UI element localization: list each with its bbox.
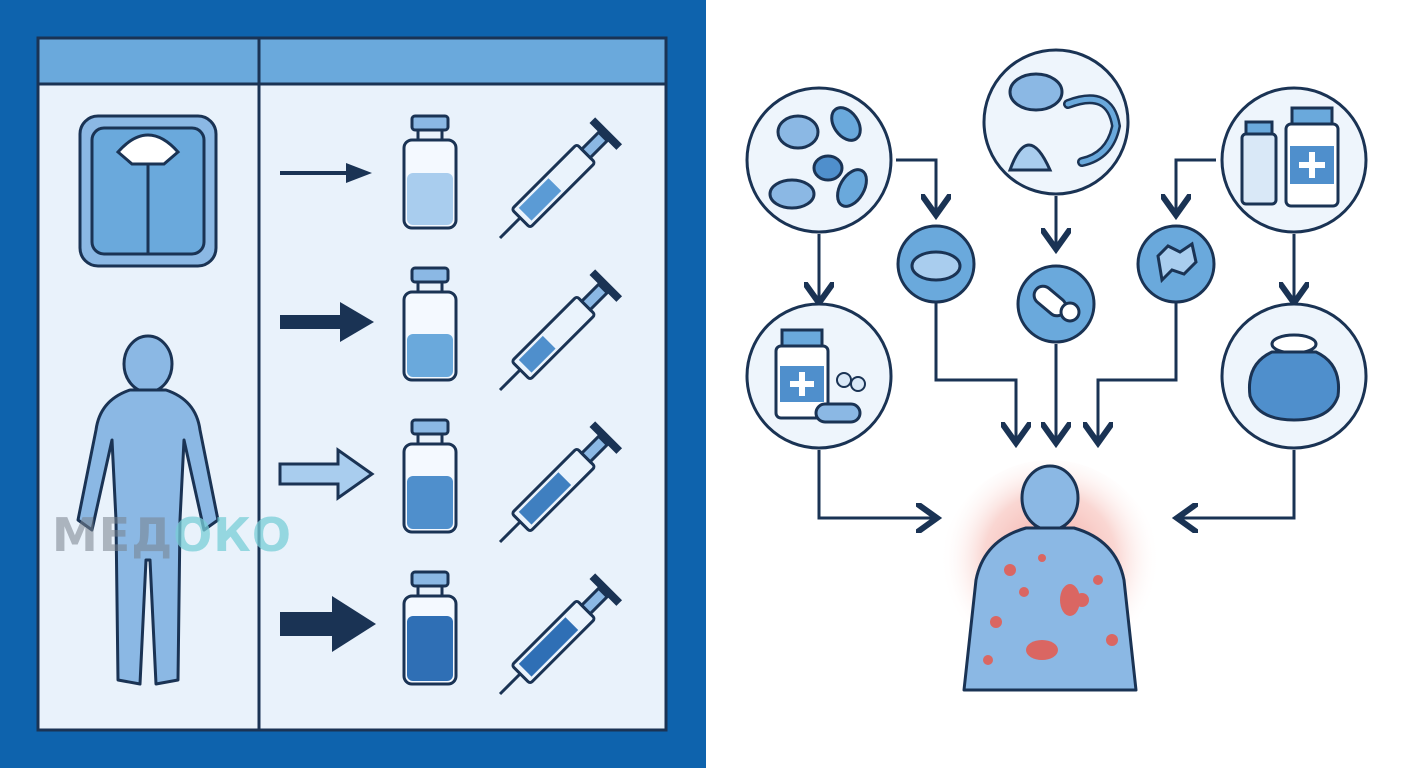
medication-bottles-icon [1220,86,1368,234]
vial-icon [402,114,458,230]
medium-arrow-icon [280,302,374,342]
syringe-icon [498,117,623,240]
flow-connectors [819,158,1294,518]
ice-pack-icon [1220,302,1368,450]
dose-row-4 [280,570,623,696]
dose-row-1 [280,114,623,240]
vial-icon [402,418,458,534]
human-body-icon [76,334,220,686]
syringe-icon [498,573,623,696]
dose-row-2 [280,266,623,392]
seafood-icon [982,48,1130,196]
nuts-legumes-icon [745,86,893,234]
syringe-icon [498,421,623,544]
thin-arrow-icon [280,163,372,183]
pill-bottle-icon [745,302,893,450]
allergen-diagram [706,0,1408,768]
vial-icon [402,266,458,382]
capsule-pill-icon [1016,264,1096,344]
vial-icon [402,570,458,686]
outline-arrow-icon [278,447,375,501]
watermark-logo: МЕДОКО [52,508,292,562]
dosing-panel: МЕДОКО [0,0,706,768]
allergic-rash-body-icon [940,460,1160,692]
dose-row-3 [278,418,623,544]
dust-mite-icon [1136,224,1216,304]
thick-arrow-icon [280,596,376,652]
syringe-icon [498,269,623,392]
mussel-icon [896,224,976,304]
bathroom-scale-icon [78,114,218,268]
